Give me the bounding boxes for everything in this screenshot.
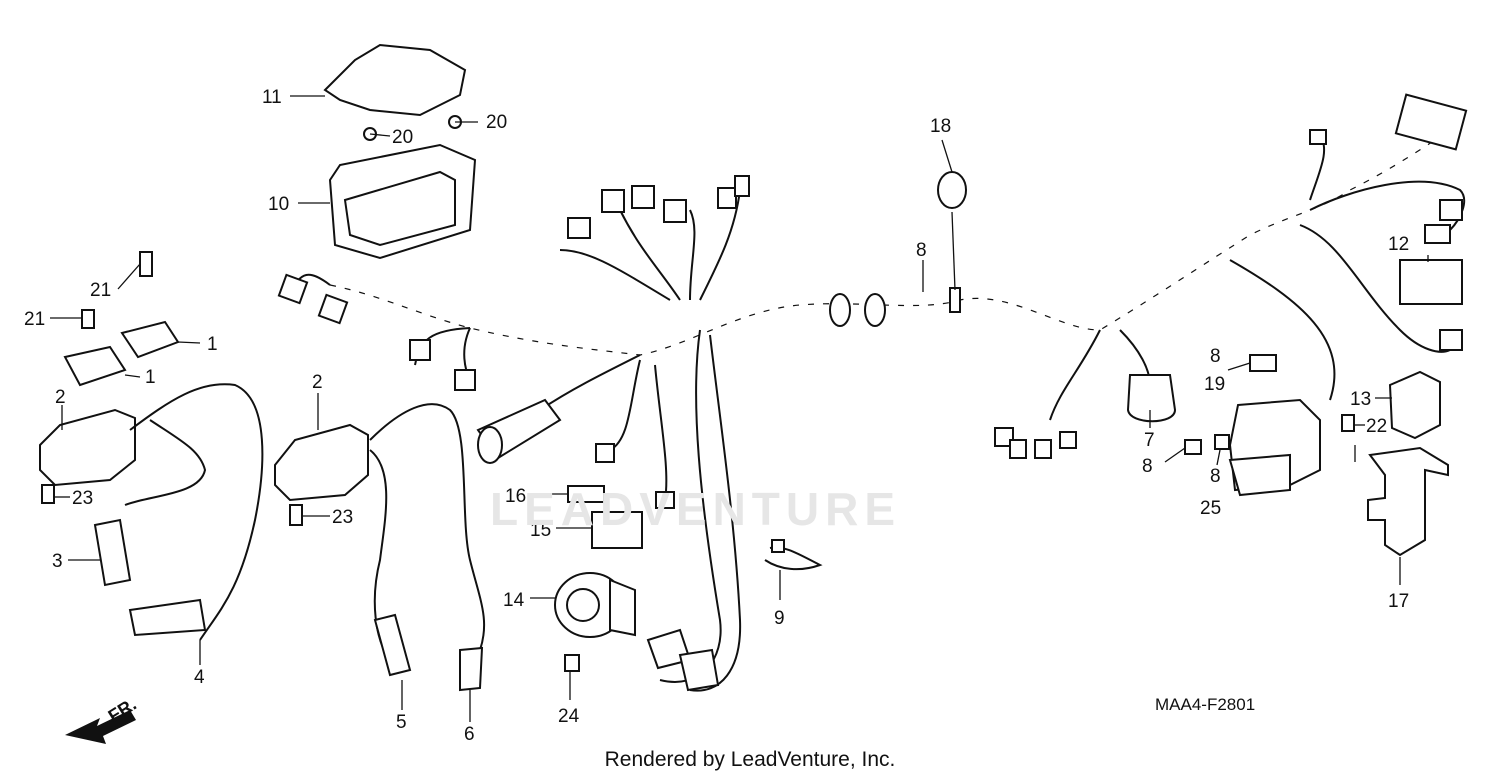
callout-21: 21 [24, 309, 45, 330]
callout-5: 5 [396, 712, 407, 733]
callout-23: 23 [72, 488, 93, 509]
front-direction-arrow-icon [65, 710, 136, 744]
callout-21: 21 [90, 280, 111, 301]
callout-16: 16 [505, 486, 526, 507]
callout-14: 14 [503, 590, 525, 611]
callout-22: 22 [1366, 416, 1387, 437]
callout-8: 8 [1142, 456, 1153, 477]
callout-9: 9 [774, 608, 785, 629]
callout-17: 17 [1388, 591, 1409, 612]
callout-2: 2 [55, 387, 66, 408]
cover-assembly [323, 43, 477, 260]
callout-12: 12 [1388, 234, 1409, 255]
harness-connectors [277, 93, 1468, 692]
callout-13: 13 [1350, 389, 1371, 410]
footer-credit: Rendered by LeadVenture, Inc. [604, 748, 896, 771]
callout-19: 19 [1204, 374, 1225, 395]
callout-25: 25 [1200, 498, 1221, 519]
callout-labels: 11 20 20 10 21 21 1 1 2 2 23 23 3 4 5 6 … [24, 87, 1409, 745]
callout-20: 20 [392, 127, 413, 148]
callout-2: 2 [312, 372, 323, 393]
callout-10: 10 [268, 194, 289, 215]
callout-8: 8 [1210, 346, 1221, 367]
leader-lines [50, 95, 1429, 722]
callout-6: 6 [464, 724, 475, 745]
callout-20: 20 [486, 112, 507, 133]
watermark-text: LEADVENTURE [490, 483, 902, 535]
callout-23: 23 [332, 507, 353, 528]
callout-4: 4 [194, 667, 205, 688]
callout-8: 8 [1210, 466, 1221, 487]
horn-relay-group [554, 485, 823, 672]
callout-18: 18 [930, 116, 951, 137]
callout-7: 7 [1144, 430, 1155, 451]
callout-1: 1 [145, 367, 156, 388]
callout-3: 3 [52, 551, 63, 572]
diagram-code: MAA4-F2801 [1155, 695, 1256, 714]
callout-15: 15 [530, 520, 551, 541]
callout-8: 8 [916, 240, 927, 261]
callout-11: 11 [262, 87, 282, 108]
callout-24: 24 [558, 706, 580, 727]
right-parts-group [937, 171, 1463, 557]
left-coil-group [39, 251, 486, 692]
callout-1: 1 [207, 334, 218, 355]
